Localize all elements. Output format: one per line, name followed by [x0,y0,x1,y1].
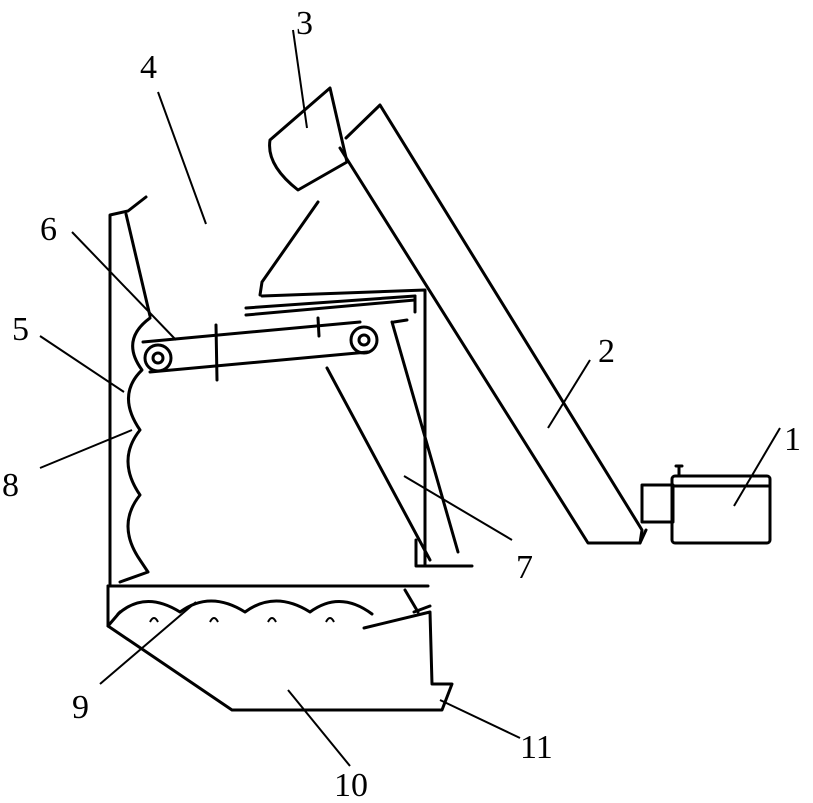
label-4: 4 [140,49,157,86]
label-10: 10 [334,767,368,803]
label-6: 6 [40,211,57,248]
screw-trough [106,584,454,712]
label-7: 7 [516,549,533,586]
inclined-conveyor [338,103,648,545]
label-1: 1 [784,421,801,458]
label-8: 8 [2,467,19,504]
scalloped-wall [118,316,152,584]
motor [640,464,772,545]
inlet-guide [258,200,427,568]
inclined-plate [325,318,474,568]
leader-lines [39,29,781,767]
feed-hopper [268,86,349,192]
label-5: 5 [12,311,29,348]
label-11: 11 [520,729,553,766]
belt-assembly [141,294,417,382]
label-2: 2 [598,333,615,370]
label-9: 9 [72,689,89,726]
housing-left-wall [108,195,152,588]
label-3: 3 [296,5,313,42]
